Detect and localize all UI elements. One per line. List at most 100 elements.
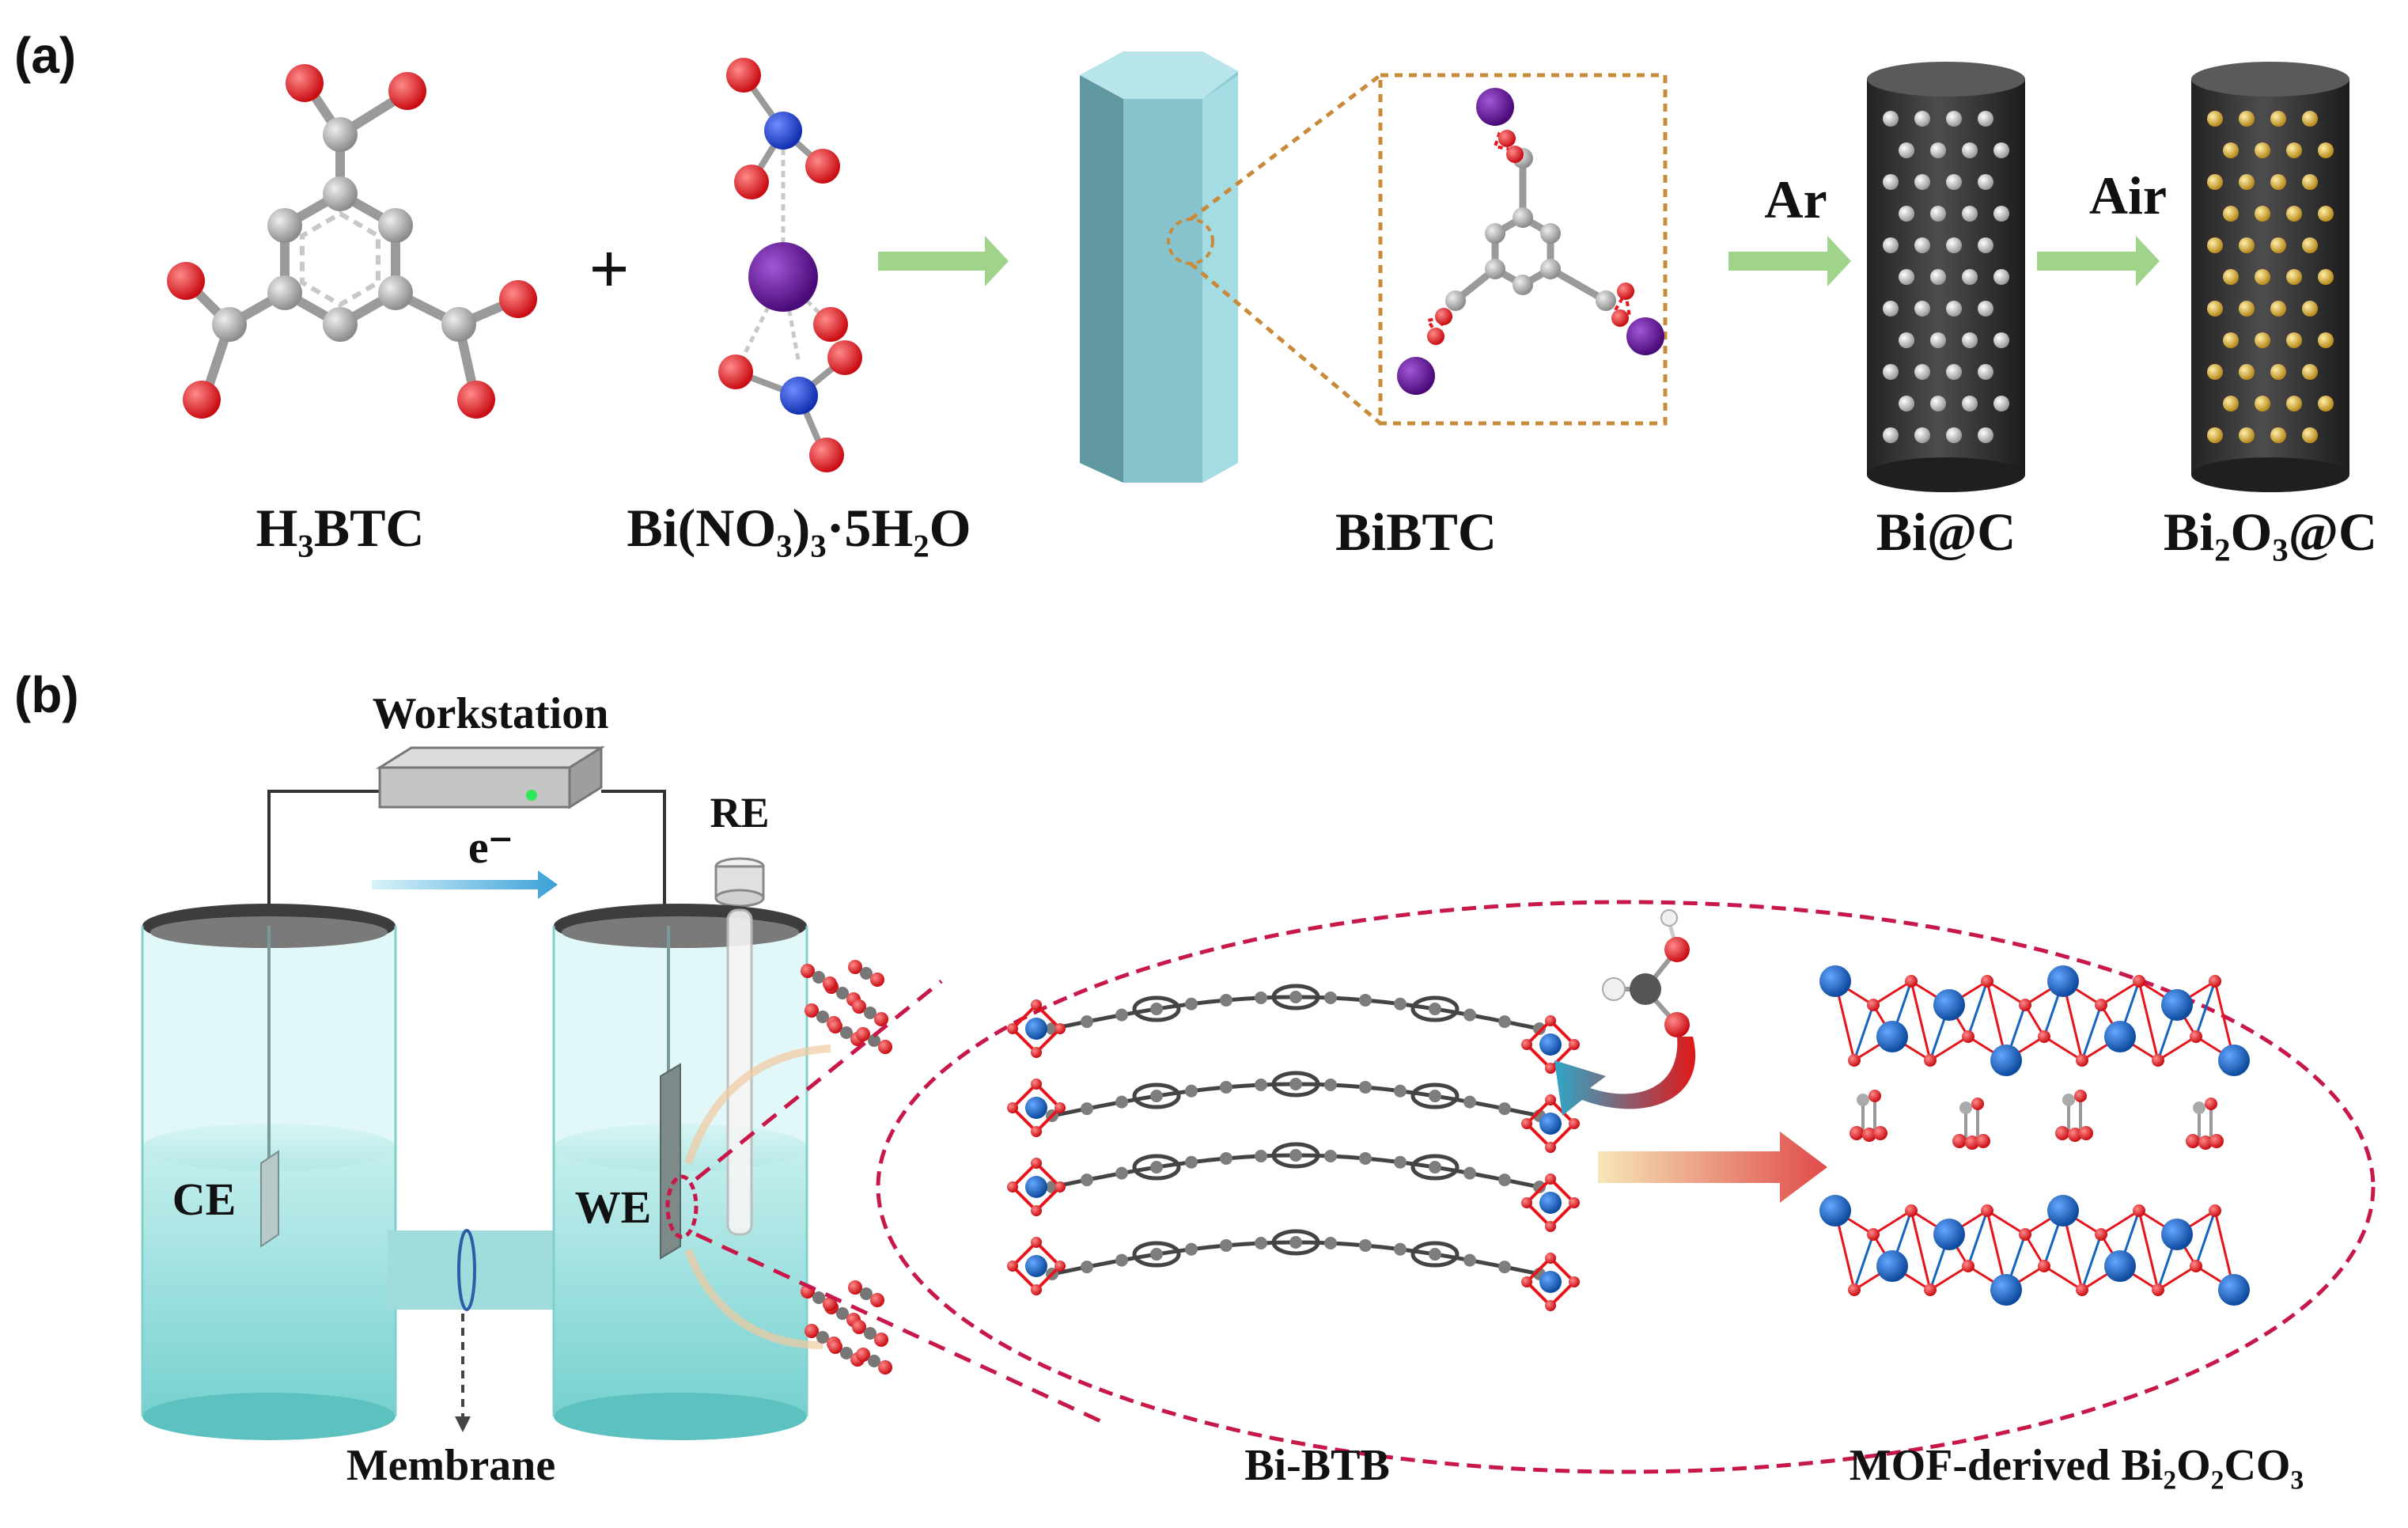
nanoparticle-dot bbox=[2223, 396, 2239, 411]
nanoparticle-dot bbox=[1946, 364, 1962, 380]
nanoparticle-dot bbox=[1962, 206, 1978, 222]
bibtc-unit bbox=[1397, 88, 1664, 395]
nanoparticle-dot bbox=[2207, 427, 2223, 443]
nanoparticle-dot bbox=[1993, 269, 2009, 285]
nanoparticle-dot bbox=[2255, 142, 2270, 158]
nanoparticle-dot bbox=[2207, 237, 2223, 253]
working-electrode-cell bbox=[552, 904, 831, 1440]
nanoparticle-dot bbox=[1993, 396, 2009, 411]
nanoparticle-dot bbox=[2223, 142, 2239, 158]
nanoparticle-dot bbox=[1962, 269, 1978, 285]
connecting-tube bbox=[388, 1229, 562, 1311]
workstation-label: Workstation bbox=[373, 689, 609, 738]
h3btc-label: H₃BTC bbox=[256, 498, 424, 558]
nanoparticle-dot bbox=[1993, 206, 2009, 222]
bi2o3-c-cylinder bbox=[2191, 62, 2349, 492]
nanoparticle-dot bbox=[2286, 206, 2302, 222]
nanoparticle-dot bbox=[2239, 174, 2255, 190]
nanoparticle-dot bbox=[2207, 301, 2223, 317]
nanoparticle-dot bbox=[2286, 142, 2302, 158]
nanoparticle-dot bbox=[2302, 111, 2318, 127]
plus-sign: + bbox=[589, 230, 629, 309]
reference-electrode-cap bbox=[714, 857, 765, 908]
nanoparticle-dot bbox=[2286, 396, 2302, 411]
nanoparticle-dot bbox=[1978, 111, 1993, 127]
nanoparticle-dot bbox=[2318, 269, 2334, 285]
formic-acid-molecule bbox=[1602, 909, 1690, 1037]
nanoparticle-dot bbox=[1930, 142, 1946, 158]
nanoparticle-dot bbox=[1978, 427, 1993, 443]
nanoparticle-dot bbox=[1962, 332, 1978, 348]
mof-derived-label: MOF-derived Bi₂O₂CO₃ bbox=[1850, 1441, 2304, 1490]
nanoparticle-dot bbox=[2239, 427, 2255, 443]
nanoparticle-dot bbox=[1993, 332, 2009, 348]
nanoparticle-dot bbox=[2302, 301, 2318, 317]
bi2o3-c-label: Bi₂O₃@C bbox=[2164, 502, 2377, 562]
nanoparticle-dot bbox=[1946, 301, 1962, 317]
nanoparticle-dot bbox=[1946, 237, 1962, 253]
nanoparticle-dot bbox=[1978, 174, 1993, 190]
nanoparticle-dot bbox=[2255, 269, 2270, 285]
electron-flow-arrow bbox=[372, 870, 558, 899]
nanoparticle-dot bbox=[2270, 111, 2286, 127]
nanoparticle-dot bbox=[1883, 364, 1899, 380]
bismuth-nitrate-molecule bbox=[718, 58, 862, 472]
counter-electrode-cell bbox=[141, 904, 397, 1440]
nanoparticle-dot bbox=[2223, 269, 2239, 285]
co2-molecules-top bbox=[801, 960, 892, 1054]
bi-btb-framework bbox=[1007, 984, 1580, 1311]
bi2o2co3-structure bbox=[1819, 965, 2250, 1306]
nanoparticle-dot bbox=[1883, 301, 1899, 317]
bibtc-label: BiBTC bbox=[1335, 502, 1497, 562]
reaction-arrow-1 bbox=[878, 236, 1009, 286]
nanoparticle-dot bbox=[2318, 396, 2334, 411]
nanoparticle-dot bbox=[1962, 396, 1978, 411]
nanoparticle-dot bbox=[2270, 174, 2286, 190]
workstation-box bbox=[375, 745, 606, 809]
nanoparticle-dot bbox=[1993, 142, 2009, 158]
nanoparticle-dot bbox=[1946, 174, 1962, 190]
nanoparticle-dot bbox=[1946, 111, 1962, 127]
nanoparticle-dot bbox=[2239, 301, 2255, 317]
ar-arrow bbox=[1728, 236, 1851, 286]
nanoparticle-dot bbox=[2270, 301, 2286, 317]
bi-c-label: Bi@C bbox=[1876, 502, 2016, 562]
nanoparticle-dot bbox=[2239, 237, 2255, 253]
nanoparticle-dot bbox=[2270, 427, 2286, 443]
nanoparticle-dot bbox=[1914, 237, 1930, 253]
nanoparticle-dot bbox=[1899, 142, 1914, 158]
nanoparticle-dot bbox=[2270, 237, 2286, 253]
nanoparticle-dot bbox=[2318, 206, 2334, 222]
air-label: Air bbox=[2089, 165, 2167, 226]
nanoparticle-dot bbox=[1914, 174, 1930, 190]
nanoparticle-dot bbox=[2302, 427, 2318, 443]
panel-a-label: (a) bbox=[14, 27, 76, 84]
bi-c-cylinder bbox=[1867, 62, 2025, 492]
nanoparticle-dot bbox=[1883, 237, 1899, 253]
h3btc-molecule bbox=[167, 64, 537, 419]
nanoparticle-dot bbox=[2207, 111, 2223, 127]
zoom-lines bbox=[1189, 73, 1668, 426]
nanoparticle-dot bbox=[2302, 237, 2318, 253]
nanoparticle-dot bbox=[2286, 269, 2302, 285]
ce-label: CE bbox=[172, 1173, 237, 1225]
nanoparticle-dot bbox=[2223, 206, 2239, 222]
nanoparticle-dot bbox=[1899, 332, 1914, 348]
nanoparticle-dot bbox=[1883, 111, 1899, 127]
nanoparticle-dot bbox=[2302, 174, 2318, 190]
reduction-curved-arrow bbox=[1554, 1037, 1696, 1116]
formate-molecules-bottom bbox=[801, 1280, 892, 1374]
nanoparticle-dot bbox=[2318, 332, 2334, 348]
nanoparticle-dot bbox=[2302, 364, 2318, 380]
nanoparticle-dot bbox=[2318, 142, 2334, 158]
membrane-label: Membrane bbox=[346, 1441, 555, 1490]
nanoparticle-dot bbox=[1930, 396, 1946, 411]
electron-label: e⁻ bbox=[468, 821, 513, 873]
nanoparticle-dot bbox=[1914, 364, 1930, 380]
nanoparticle-dot bbox=[2239, 364, 2255, 380]
air-arrow bbox=[2037, 236, 2160, 286]
zoom-ellipse bbox=[876, 900, 2376, 1474]
nanoparticle-dot bbox=[1962, 142, 1978, 158]
nanoparticle-dot bbox=[2239, 111, 2255, 127]
